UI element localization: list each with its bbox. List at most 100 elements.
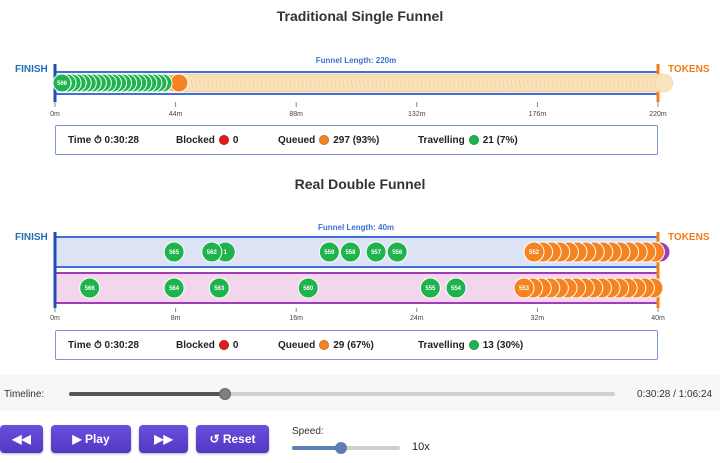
upper-green-token-circle [318,241,340,263]
single-queued-stat: Queued 297 (93%) [278,126,379,154]
fast-forward-button[interactable]: ▶▶ [139,425,188,453]
double-tick-label: 24m [410,315,424,322]
queued-label: Queued [278,339,316,351]
lower-green-token-label: 560 [303,286,314,292]
lower-orange-token: 553 [513,277,535,299]
double-funnel-title: Real Double Funnel [294,176,426,192]
upper-green-token-label: 559 [324,250,335,256]
lower-green-token-circle [163,277,185,299]
travelling-dot-icon [468,340,479,350]
single-tick-label: 44m [169,111,183,118]
reset-button[interactable]: ↺ Reset [196,425,269,453]
single-funnel-length: Funnel Length: 220m [315,56,397,65]
upper-green-token-circle [339,241,361,263]
single-tick-label: 220m [649,111,667,118]
speed-label: Speed: [292,426,324,437]
lower-green-token-label: 555 [425,286,436,292]
upper-green-token-circle [386,241,408,263]
travelling-label: Travelling [418,134,465,146]
upper-green-token: 562 [201,241,223,263]
upper-green-token-label: 1 [224,250,228,256]
timeline-slider-handle[interactable] [219,388,232,400]
double-funnel-track: 4552553556557558559156256555455556056356… [50,232,671,322]
timeline-slider[interactable] [69,388,615,400]
speed-slider-fill [292,446,341,450]
queued-dot-icon [319,340,330,350]
travelling-label: Travelling [418,339,465,351]
lower-green-token-circle [208,277,230,299]
single-stats-box: Time ⏱ 0:30:28 Blocked 0 Queued 297 (93%… [55,125,658,155]
single-tick-label: 176m [529,111,547,118]
double-tick-label: 32m [531,315,545,322]
lower-green-token: 566 [79,277,101,299]
upper-green-token-circle [163,241,185,263]
double-tick-label: 16m [289,315,303,322]
timeline-progress-fill [69,392,226,396]
double-tokens-label: TOKENS [668,232,710,243]
upper-orange-token-circle [523,241,545,263]
upper-green-token-label: 556 [392,250,403,256]
lower-orange-token-circle [513,277,535,299]
single-orange-token-circle [169,73,189,93]
single-time: Time ⏱ 0:30:28 [68,134,139,146]
blocked-label: Blocked [176,134,215,146]
blocked-dot-icon [218,135,229,145]
single-orange-token [169,73,189,93]
lower-green-token: 564 [163,277,185,299]
upper-green-token-circle [201,241,223,263]
play-button[interactable]: ▶ Play [51,425,131,453]
speed-slider-handle[interactable] [334,442,347,454]
upper-green-token: 557 [365,241,387,263]
queued-value: 29 (67%) [333,339,374,351]
timeline-label: Timeline: [4,389,45,400]
lower-green-token-circle [445,277,467,299]
speed-slider[interactable] [292,442,400,454]
double-time: Time ⏱ 0:30:28 [68,339,139,351]
travelling-value: 21 (7%) [482,134,518,146]
double-tick-label: 8m [171,315,181,322]
upper-green-token-label: 565 [169,250,180,256]
double-tick-label: 40m [651,315,665,322]
double-finish-label: FINISH [15,232,48,243]
lower-green-token-circle [419,277,441,299]
timeline-time-display: 0:30:28 / 1:06:24 [637,389,713,400]
speed-value: 10x [412,441,430,453]
upper-green-token: 558 [339,241,361,263]
upper-green-token-label: 562 [207,250,218,256]
lower-green-token: 563 [208,277,230,299]
double-tick-label: 0m [50,315,60,322]
single-funnel-title: Traditional Single Funnel [276,8,444,24]
single-green-token-label: 566 [57,81,68,87]
double-funnel-length: Funnel Length: 40m [318,223,394,232]
single-tokens-label: TOKENS [668,64,710,75]
blocked-value: 0 [232,339,239,351]
timeline-bar: Timeline: 0:30:28 / 1:06:24 [0,375,720,411]
single-tick-label: 132m [408,111,426,118]
upper-green-token: 556 [386,241,408,263]
lower-green-token-label: 564 [169,286,180,292]
travelling-dot-icon [468,135,479,145]
single-blocked-stat: Blocked 0 [176,126,238,154]
double-stats-box: Time ⏱ 0:30:28 Blocked 0 Queued 29 (67%)… [55,330,658,360]
queued-value: 297 (93%) [333,134,380,146]
rewind-button[interactable]: ◀◀ [0,425,43,453]
upper-green-token-circle [365,241,387,263]
blocked-dot-icon [218,340,229,350]
lower-green-token-label: 554 [451,286,462,292]
lower-orange-token-label: 553 [519,286,530,292]
single-tick-label: 0m [50,111,60,118]
single-funnel-track: 5495605655660m44m88m132m176m220m [50,64,674,118]
single-travelling-stat: Travelling 21 (7%) [418,126,518,154]
lower-green-token: 560 [297,277,319,299]
lower-green-token: 555 [419,277,441,299]
lower-green-token-label: 566 [85,286,96,292]
single-green-token-circle [52,73,72,93]
upper-orange-token-label: 552 [529,250,540,256]
double-travelling-stat: Travelling 13 (30%) [418,331,523,359]
lower-green-token-circle [297,277,319,299]
upper-orange-token: 552 [523,241,545,263]
single-queued-token [654,73,674,93]
queued-dot-icon [319,135,330,145]
double-queued-stat: Queued 29 (67%) [278,331,374,359]
upper-green-token-label: 557 [371,250,382,256]
